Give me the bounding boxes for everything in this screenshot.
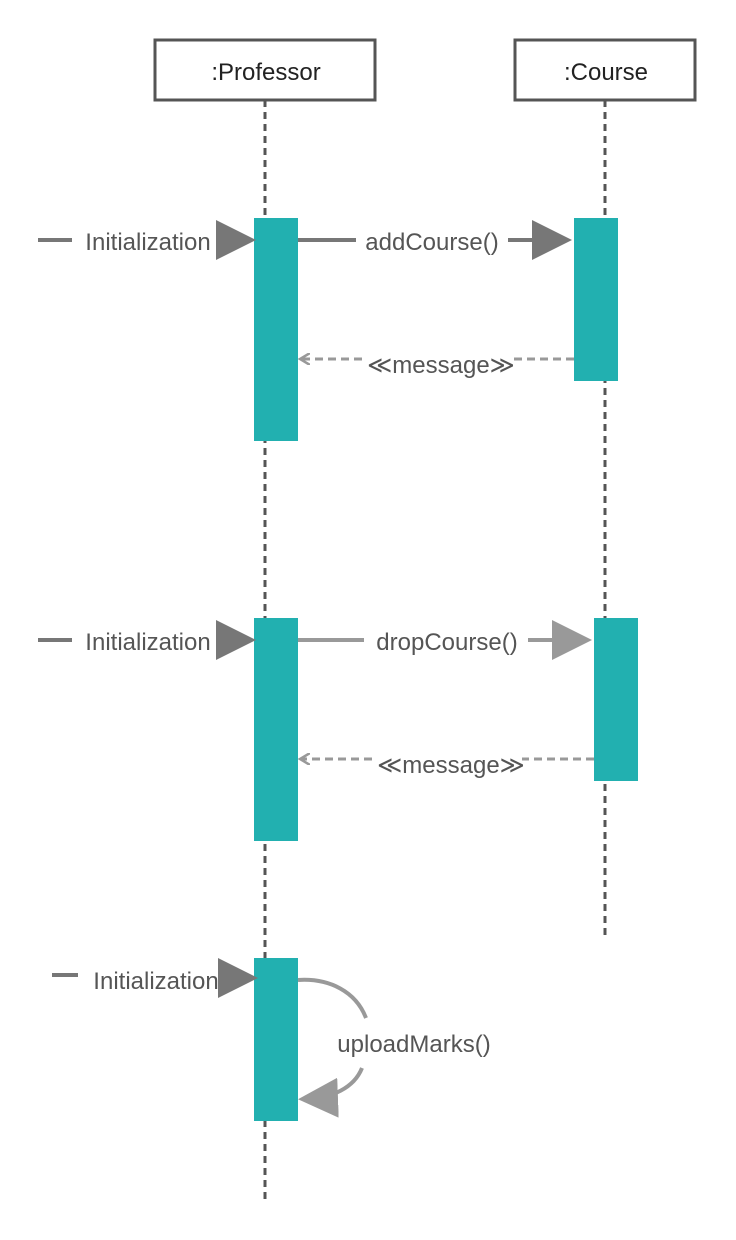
lifeline-head-professor-label: :Professor: [211, 59, 320, 86]
message-initialization-1-label: Initialization: [85, 229, 210, 256]
activation-professor-2[interactable]: [254, 618, 298, 841]
activation-course-2[interactable]: [594, 618, 638, 781]
activation-professor-3[interactable]: [254, 958, 298, 1121]
message-add-course-label: addCourse(): [365, 229, 498, 256]
message-drop-course-label: dropCourse(): [376, 629, 517, 656]
lifeline-head-course[interactable]: :Course: [513, 38, 697, 102]
activation-professor-1[interactable]: [254, 218, 298, 441]
message-add-course[interactable]: addCourse(): [298, 220, 572, 260]
lifeline-head-professor[interactable]: :Professor: [153, 38, 377, 102]
message-upload-marks[interactable]: uploadMarks(): [297, 977, 491, 1118]
message-return-1-label: ≪message≫: [367, 352, 515, 379]
message-initialization-3-label: Initialization: [93, 968, 218, 995]
message-return-2-label: ≪message≫: [377, 752, 525, 779]
message-drop-course[interactable]: dropCourse(): [298, 620, 592, 660]
lifeline-head-course-label: :Course: [564, 59, 648, 86]
activation-course-1[interactable]: [574, 218, 618, 381]
message-initialization-3[interactable]: Initialization: [52, 958, 258, 998]
message-return-2[interactable]: ≪message≫: [300, 752, 594, 779]
message-upload-marks-label: uploadMarks(): [337, 1031, 490, 1058]
message-initialization-2[interactable]: Initialization: [38, 620, 256, 660]
message-initialization-1[interactable]: Initialization: [38, 220, 256, 260]
message-initialization-2-label: Initialization: [85, 629, 210, 656]
message-return-1[interactable]: ≪message≫: [300, 352, 574, 379]
